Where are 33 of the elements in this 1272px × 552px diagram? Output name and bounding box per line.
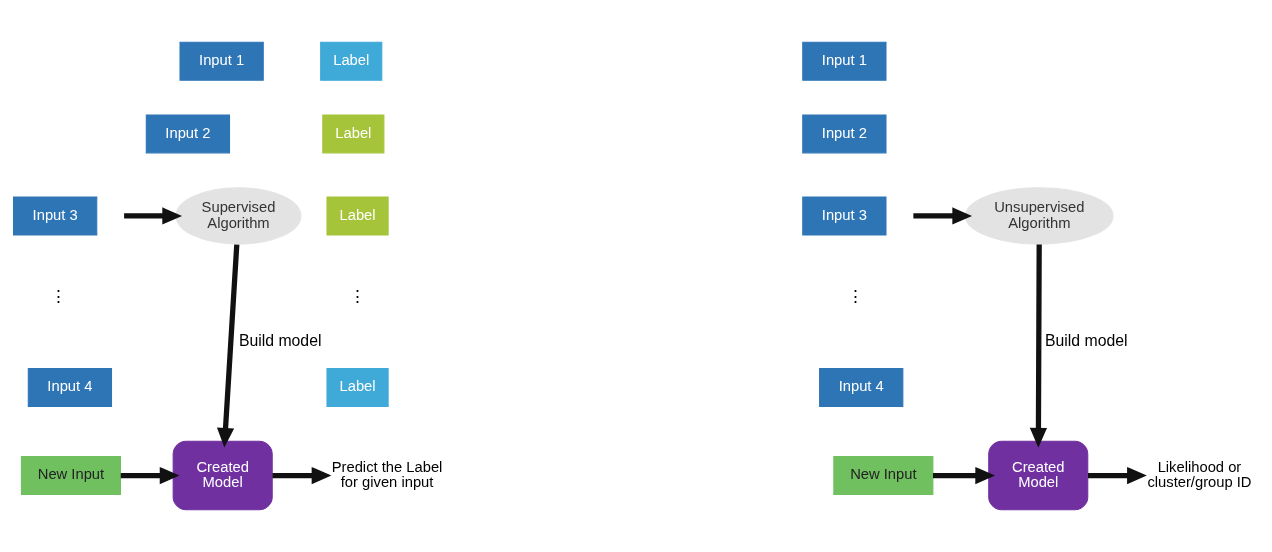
node-box: Input 4: [27, 368, 113, 408]
node-text: Likelihood or cluster/group ID: [1147, 458, 1252, 491]
node-box: Label: [326, 368, 389, 408]
label: ⋮: [49, 286, 67, 306]
arrow: [1088, 466, 1147, 485]
edge-label: Build model: [1044, 332, 1128, 350]
node-ellipse: Supervised Algorithm: [175, 187, 302, 245]
node-box: Created Model: [172, 440, 273, 511]
node-box: Label: [322, 114, 385, 154]
arrow: [120, 466, 180, 485]
node-box: Input 1: [179, 41, 264, 81]
node-box: Created Model: [988, 440, 1089, 511]
node-box: Label: [326, 196, 389, 236]
node-text: Predict the Label for given input: [331, 458, 443, 491]
arrow: [124, 207, 183, 225]
node-box: New Input: [20, 456, 121, 496]
arrow: [913, 207, 973, 225]
edge-label: Build model: [238, 332, 322, 350]
arrow: [216, 244, 240, 448]
node-box: Input 3: [802, 196, 887, 236]
arrow: [272, 466, 332, 485]
node-box: New Input: [833, 456, 934, 496]
node-box: Input 4: [819, 368, 904, 408]
node-box: Input 2: [802, 114, 887, 154]
label: ⋮: [349, 286, 367, 306]
arrow: [933, 466, 996, 485]
arrow: [1029, 244, 1048, 448]
node-box: Input 1: [802, 41, 887, 81]
node-box: Input 2: [145, 114, 231, 154]
node-box: Input 3: [13, 196, 98, 236]
node-box: Label: [320, 41, 383, 81]
label: ⋮: [847, 286, 865, 306]
node-ellipse: Unsupervised Algorithm: [965, 187, 1114, 245]
